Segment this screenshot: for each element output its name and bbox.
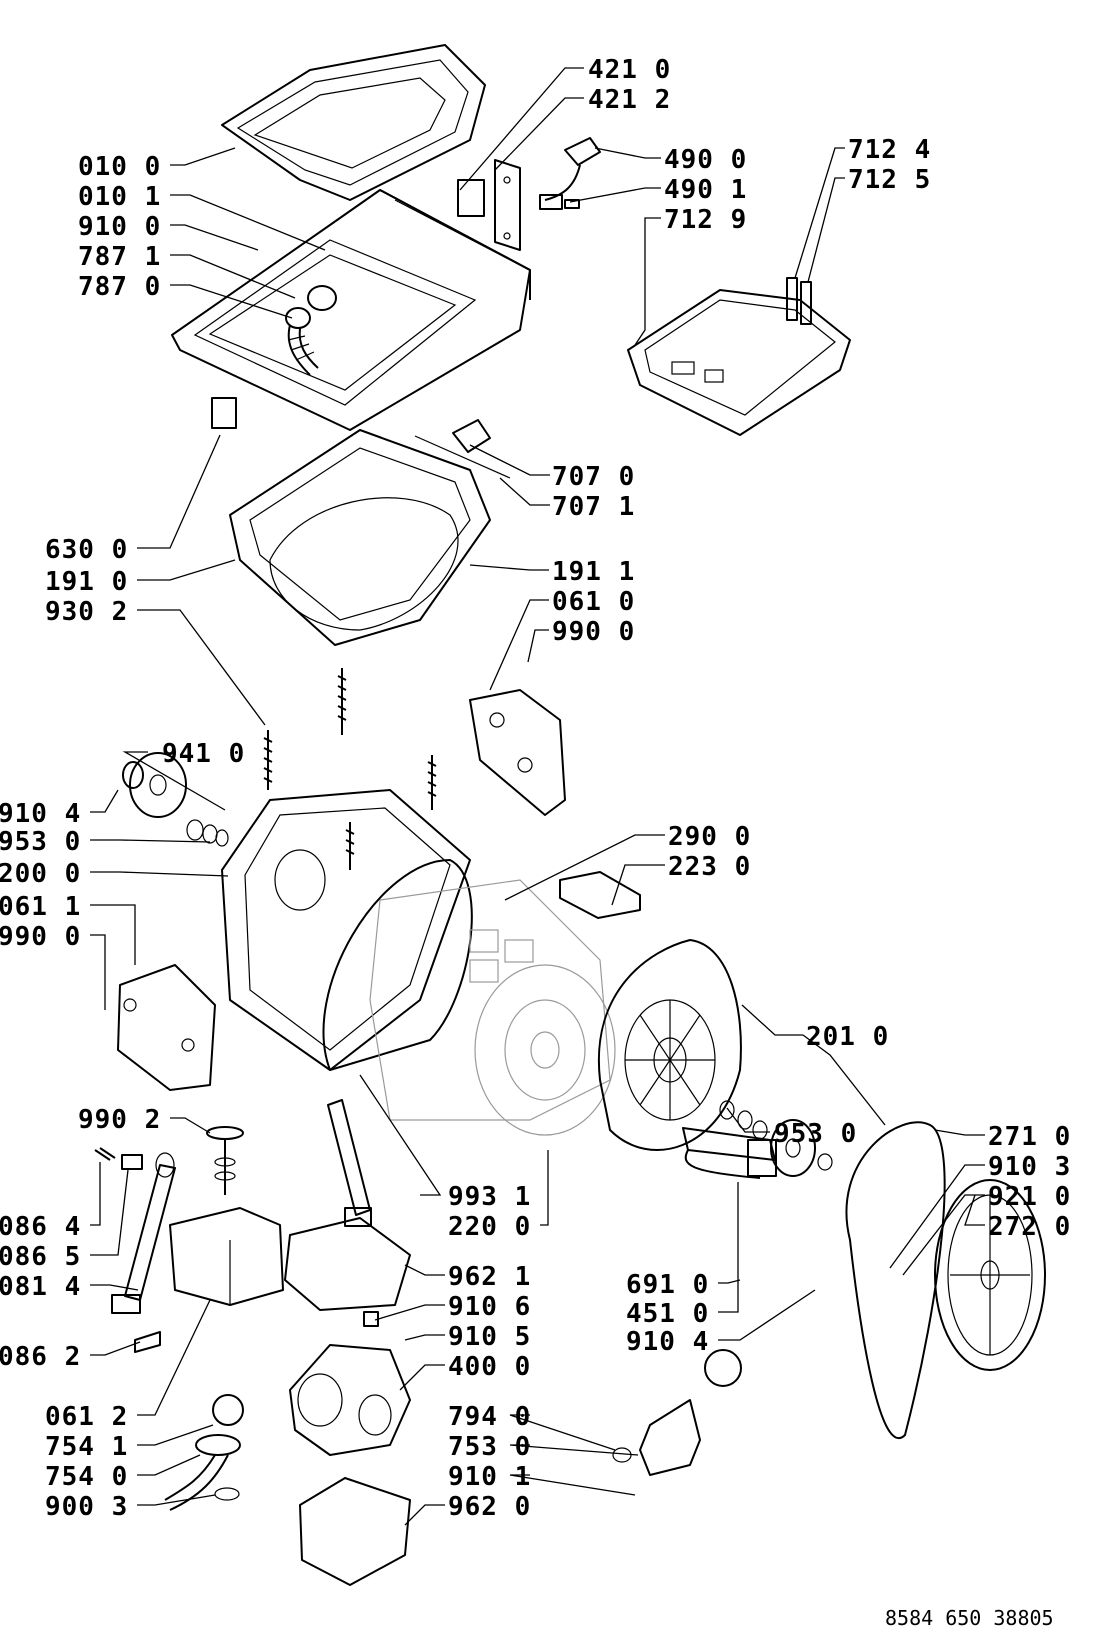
clip-part (121, 1154, 143, 1170)
label-990-0-b: 990 0 (0, 922, 81, 952)
power-cord-part (539, 137, 601, 210)
label-993-1: 993 1 (448, 1182, 531, 1212)
label-290-0: 290 0 (668, 822, 751, 852)
label-787-0: 787 0 (78, 272, 161, 302)
label-010-0: 010 0 (78, 152, 161, 182)
label-086-5: 086 5 (0, 1242, 81, 1272)
label-191-1: 191 1 (552, 557, 635, 587)
label-794-0: 794 0 (448, 1402, 531, 1432)
label-910-4-a: 910 4 (0, 799, 81, 829)
front-tub-part (597, 939, 742, 1151)
label-061-0: 061 0 (552, 587, 635, 617)
label-010-1: 010 1 (78, 182, 161, 212)
label-900-3: 900 3 (45, 1492, 128, 1522)
label-754-1: 754 1 (45, 1432, 128, 1462)
label-490-0: 490 0 (664, 145, 747, 175)
small-clip-part (134, 1331, 161, 1353)
part-labels: 421 0 421 2 490 0 490 1 712 9 712 4 712 … (0, 55, 1071, 1522)
insulation-pad-upper-part (284, 1217, 411, 1311)
label-707-1: 707 1 (552, 492, 635, 522)
label-910-4-b: 910 4 (626, 1327, 709, 1357)
label-191-0: 191 0 (45, 567, 128, 597)
label-086-4: 086 4 (0, 1212, 81, 1242)
top-frame-part (171, 189, 531, 431)
label-910-0: 910 0 (78, 212, 161, 242)
label-953-0-b: 953 0 (774, 1119, 857, 1149)
label-223-0: 223 0 (668, 852, 751, 882)
document-number: 8584 650 38805 (885, 1606, 1054, 1630)
label-787-1: 787 1 (78, 242, 161, 272)
label-910-3: 910 3 (988, 1152, 1071, 1182)
leader-lines (90, 67, 985, 1526)
base-weight-part (169, 1207, 284, 1306)
mains-filter-part (457, 159, 521, 251)
insulation-box-part (299, 1477, 411, 1586)
label-421-2: 421 2 (588, 85, 671, 115)
label-990-0-a: 990 0 (552, 617, 635, 647)
tub-ring-part (229, 419, 511, 646)
label-707-0: 707 0 (552, 462, 635, 492)
label-910-6: 910 6 (448, 1292, 531, 1322)
label-061-1: 061 1 (0, 892, 81, 922)
screw-plate-part (363, 1311, 379, 1327)
label-921-0: 921 0 (988, 1182, 1071, 1212)
label-691-0: 691 0 (626, 1270, 709, 1300)
label-201-0: 201 0 (806, 1022, 889, 1052)
counterweight-upper-part (469, 689, 566, 816)
label-200-0: 200 0 (0, 859, 81, 889)
counterweight-lower-part (117, 964, 216, 1091)
drain-pump-part (612, 1349, 742, 1476)
shock-absorber-center-part (327, 1099, 372, 1227)
label-712-4: 712 4 (848, 135, 931, 165)
detergent-dispenser-part (627, 277, 851, 436)
label-400-0: 400 0 (448, 1352, 531, 1382)
lifter-bracket-part (559, 871, 641, 919)
label-753-0: 753 0 (448, 1432, 531, 1462)
top-lid-part (221, 44, 486, 201)
label-630-0: 630 0 (45, 535, 128, 565)
label-910-1: 910 1 (448, 1462, 531, 1492)
drum-part (369, 879, 616, 1136)
shock-absorber-left-part (111, 1152, 176, 1314)
label-962-1: 962 1 (448, 1262, 531, 1292)
label-272-0: 272 0 (988, 1212, 1071, 1242)
label-990-2: 990 2 (78, 1105, 161, 1135)
tub-valve-part (206, 1126, 244, 1195)
bearing-set-left-part (122, 752, 229, 847)
label-930-2: 930 2 (45, 597, 128, 627)
rear-tub-part (221, 789, 473, 1071)
bearing-set-right-part (719, 1100, 833, 1177)
pin-part (94, 1147, 116, 1161)
motor-part (289, 1344, 411, 1456)
label-941-0: 941 0 (162, 739, 245, 769)
heater-part (682, 1127, 777, 1179)
inlet-hose-part (285, 285, 337, 376)
label-081-4: 081 4 (0, 1272, 81, 1302)
label-451-0: 451 0 (626, 1299, 709, 1329)
label-910-5: 910 5 (448, 1322, 531, 1352)
label-712-9: 712 9 (664, 205, 747, 235)
label-271-0: 271 0 (988, 1122, 1071, 1152)
tub-springs-part (263, 668, 437, 870)
label-220-0: 220 0 (448, 1212, 531, 1242)
label-754-0: 754 0 (45, 1462, 128, 1492)
small-block-part (211, 397, 237, 429)
label-490-1: 490 1 (664, 175, 747, 205)
label-953-0-a: 953 0 (0, 827, 81, 857)
pulley-belt-part (845, 1121, 1046, 1439)
label-962-0: 962 0 (448, 1492, 531, 1522)
label-421-0: 421 0 (588, 55, 671, 85)
label-086-2: 086 2 (0, 1342, 81, 1372)
label-061-2: 061 2 (45, 1402, 128, 1432)
label-712-5: 712 5 (848, 165, 931, 195)
drain-parts (164, 1394, 244, 1511)
